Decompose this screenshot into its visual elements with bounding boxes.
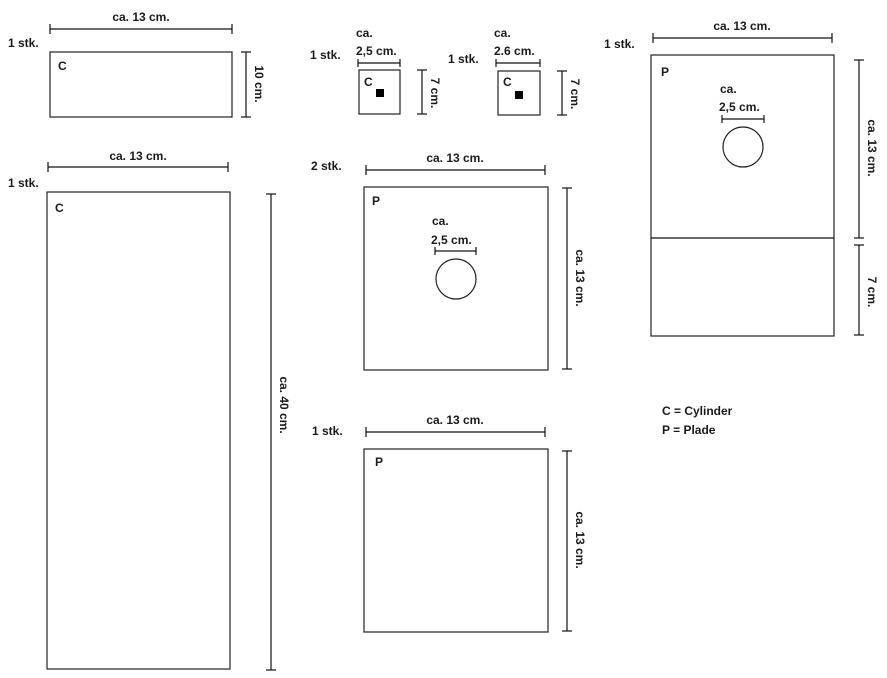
quantity-label: 1 stk. xyxy=(312,424,343,438)
part-outline xyxy=(46,191,231,670)
width-label: ca. 13 cm. xyxy=(426,413,483,427)
approx-label: ca. xyxy=(720,82,737,96)
approx-label: ca. xyxy=(432,214,449,228)
part-c-small-2-6: 1 stk. ca. 2.6 cm. C 7 cm. xyxy=(448,26,582,116)
part-outline xyxy=(650,54,835,337)
hole-circle xyxy=(435,258,477,300)
hole-circle xyxy=(722,126,764,168)
hole-marker-icon xyxy=(515,91,523,99)
part-c-13x40: 1 stk. ca. 13 cm. C ca. 40 cm. xyxy=(8,149,291,671)
height-label: 10 cm. xyxy=(252,65,266,102)
legend-cylinder: C = Cylinder xyxy=(662,404,733,418)
height-label: 7 cm. xyxy=(568,79,582,110)
width-label: ca. 13 cm. xyxy=(713,19,770,33)
quantity-label: 1 stk. xyxy=(604,37,635,51)
width-label: ca. 13 cm. xyxy=(109,149,166,163)
approx-label: ca. xyxy=(494,26,511,40)
part-c-13x10: 1 stk. ca. 13 cm. C 10 cm. xyxy=(8,10,266,118)
part-type-label: P xyxy=(661,65,669,79)
legend: C = Cylinder P = Plade xyxy=(662,404,733,437)
width-label: ca. 13 cm. xyxy=(112,10,169,24)
height-label: 7 cm. xyxy=(428,78,442,109)
part-p-13x13: 1 stk. ca. 13 cm. P ca. 13 cm. xyxy=(312,413,587,633)
part-type-label: P xyxy=(375,455,383,469)
height-bottom-label: 7 cm. xyxy=(865,277,879,308)
part-type-label: C xyxy=(55,201,64,215)
part-outline xyxy=(363,448,549,633)
width-label: ca. 13 cm. xyxy=(426,151,483,165)
height-top-label: ca. 13 cm. xyxy=(865,119,879,176)
hole-size-label: 2,5 cm. xyxy=(431,233,472,247)
hole-size-label: 2.6 cm. xyxy=(494,44,535,58)
quantity-label: 1 stk. xyxy=(448,52,479,66)
part-p-tall: 1 stk. ca. 13 cm. P ca. 2,5 cm. ca. 13 c… xyxy=(604,19,879,337)
part-type-label: C xyxy=(503,75,512,89)
height-label: ca. 13 cm. xyxy=(573,249,587,306)
quantity-label: 1 stk. xyxy=(310,48,341,62)
hole-marker-icon xyxy=(376,89,384,97)
quantity-label: 1 stk. xyxy=(8,36,39,50)
quantity-label: 2 stk. xyxy=(311,159,342,173)
part-type-label: C xyxy=(364,75,373,89)
part-type-label: P xyxy=(372,194,380,208)
hole-size-label: 2,5 cm. xyxy=(356,44,397,58)
quantity-label: 1 stk. xyxy=(8,176,39,190)
part-type-label: C xyxy=(58,59,67,73)
approx-label: ca. xyxy=(356,26,373,40)
part-outline xyxy=(49,51,233,118)
height-label: ca. 40 cm. xyxy=(277,376,291,433)
height-label: ca. 13 cm. xyxy=(573,511,587,568)
part-p-13x13-hole: 2 stk. ca. 13 cm. P ca. 2,5 cm. ca. 13 c… xyxy=(311,151,587,371)
legend-plate: P = Plade xyxy=(662,423,716,437)
part-c-small-2-5: 1 stk. ca. 2,5 cm. C 7 cm. xyxy=(310,26,442,115)
hole-size-label: 2,5 cm. xyxy=(719,100,760,114)
